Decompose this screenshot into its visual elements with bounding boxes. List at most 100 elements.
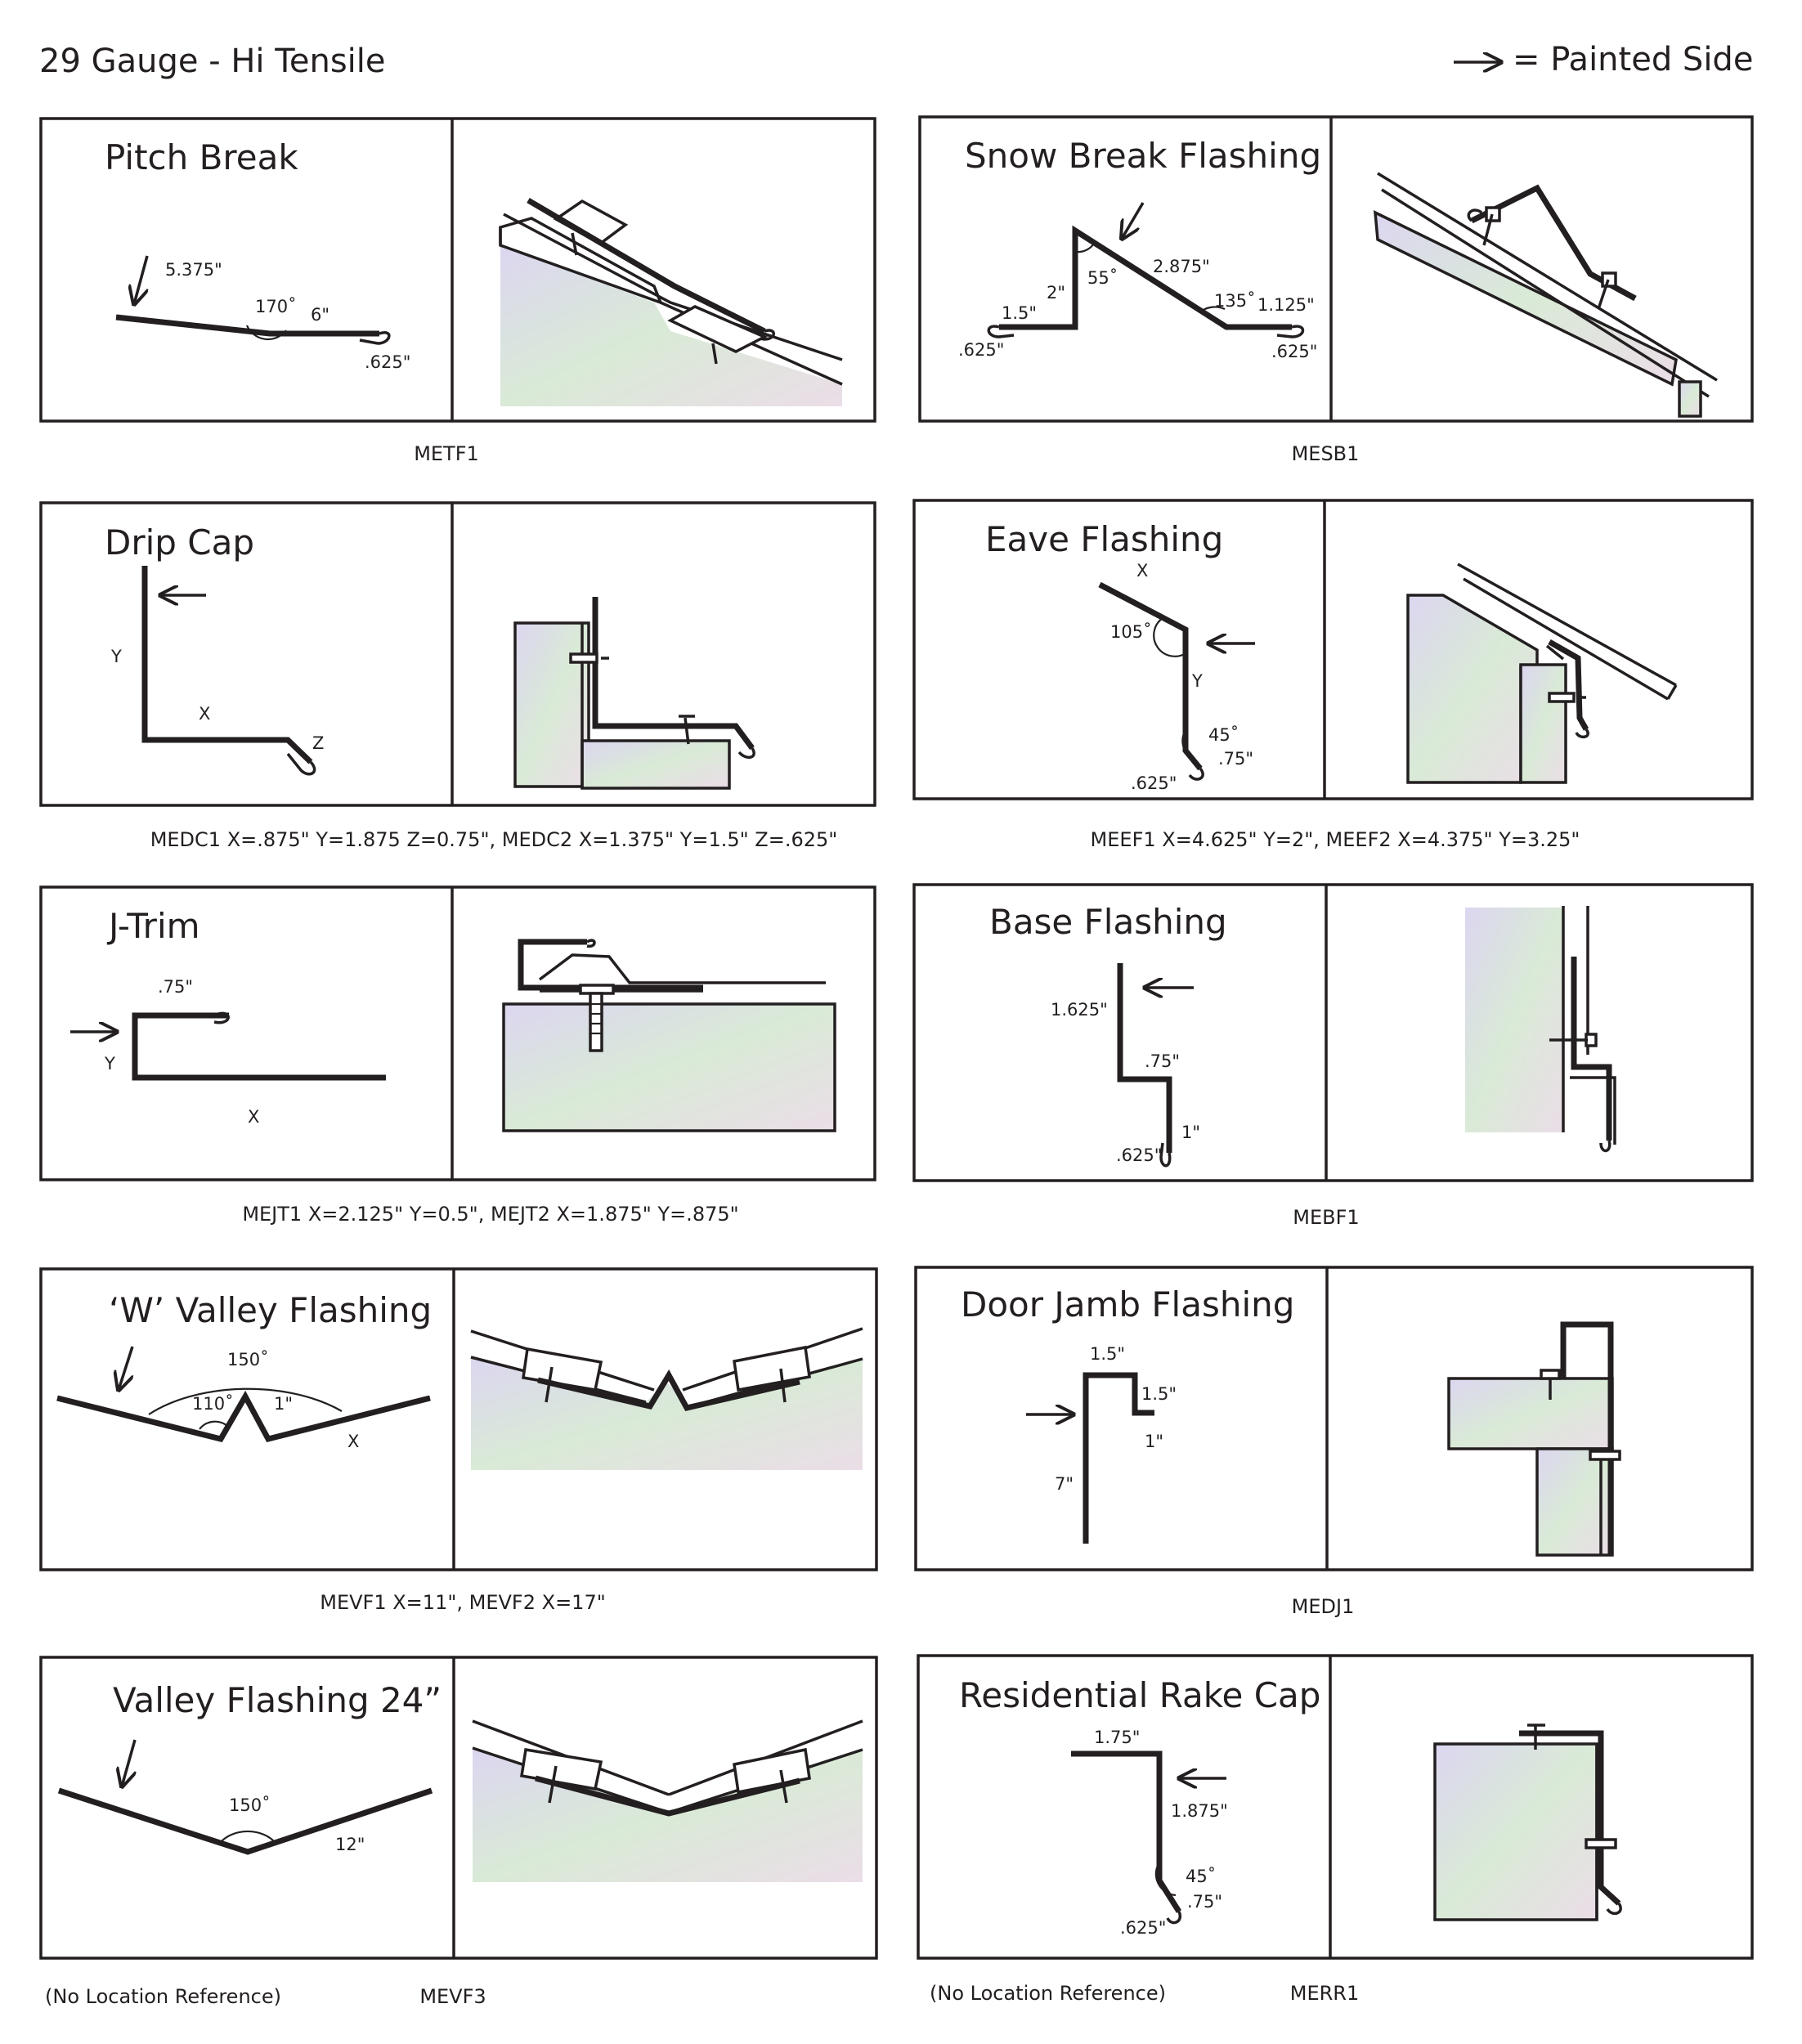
rake-cap-note: (No Location Reference) bbox=[930, 1982, 1166, 2005]
pitch-break-code: METF1 bbox=[414, 442, 479, 465]
svg-text:7": 7" bbox=[1055, 1474, 1074, 1494]
svg-text:1.5": 1.5" bbox=[1002, 303, 1037, 323]
svg-text:Y: Y bbox=[104, 1054, 115, 1074]
door-jamb-install-view bbox=[1447, 1321, 1621, 1557]
gauge-heading: 29 Gauge - Hi Tensile bbox=[39, 43, 386, 80]
eave-flashing-install-view bbox=[1406, 563, 1678, 784]
w-valley-install-view bbox=[470, 1327, 863, 1470]
valley-24-install-view bbox=[472, 1719, 863, 1882]
eave-flashing-title: Eave Flashing bbox=[985, 519, 1223, 559]
drip-cap-card: Drip Cap Y X Z MEDC1 X=.875" Y=1.875 Z=0… bbox=[39, 501, 876, 851]
painted-side-legend: = Painted Side bbox=[1454, 41, 1753, 78]
door-jamb-card: Door Jamb Flashing 1.5" 1.5" 1" 7" MEDJ1 bbox=[914, 1266, 1754, 1618]
svg-text:Z: Z bbox=[312, 733, 324, 753]
painted-side-arrow-icon bbox=[122, 1739, 135, 1786]
svg-text:.625": .625" bbox=[1131, 773, 1177, 793]
j-trim-profile: .75" Y X bbox=[70, 977, 386, 1127]
eave-flashing-code: MEEF1 X=4.625" Y=2", MEEF2 X=4.375" Y=3.… bbox=[1091, 828, 1580, 851]
svg-text:.75": .75" bbox=[1218, 749, 1253, 769]
w-valley-profile: 150˚ 110˚ 1" X bbox=[56, 1346, 431, 1451]
svg-text:.625": .625" bbox=[365, 352, 410, 372]
pitch-break-card: Pitch Break 5.375" 170˚ 6" .625" METF1 bbox=[39, 117, 876, 465]
svg-text:45˚: 45˚ bbox=[1186, 1867, 1216, 1886]
eave-flashing-card: Eave Flashing X 105˚ Y 45˚ .75" .625" bbox=[912, 499, 1754, 851]
svg-text:X: X bbox=[199, 704, 210, 724]
j-trim-title: J-Trim bbox=[106, 906, 200, 946]
snow-break-code: MESB1 bbox=[1292, 442, 1360, 465]
base-flashing-code: MEBF1 bbox=[1293, 1206, 1359, 1229]
drip-cap-install-view bbox=[513, 597, 755, 790]
painted-side-arrow-icon bbox=[134, 255, 149, 304]
svg-text:Y: Y bbox=[1191, 671, 1203, 691]
snow-break-install-view bbox=[1373, 172, 1718, 418]
svg-text:1": 1" bbox=[1145, 1432, 1163, 1451]
svg-text:2.875": 2.875" bbox=[1153, 257, 1210, 276]
svg-text:1": 1" bbox=[274, 1394, 293, 1414]
svg-text:135˚: 135˚ bbox=[1214, 291, 1256, 311]
drip-cap-code: MEDC1 X=.875" Y=1.875 Z=0.75", MEDC2 X=1… bbox=[150, 828, 838, 851]
drip-cap-profile: Y X Z bbox=[110, 566, 324, 776]
w-valley-card: ‘W’ Valley Flashing 150˚ 110˚ 1" X MEVF1… bbox=[39, 1267, 878, 1614]
rake-cap-code: MERR1 bbox=[1290, 1982, 1360, 2005]
svg-text:105˚: 105˚ bbox=[1110, 622, 1152, 642]
painted-side-arrow-icon bbox=[1122, 202, 1145, 239]
svg-text:1.125": 1.125" bbox=[1257, 295, 1315, 315]
drip-cap-title: Drip Cap bbox=[105, 522, 254, 563]
painted-side-arrow-icon bbox=[119, 1346, 134, 1390]
valley-24-code: MEVF3 bbox=[419, 1985, 486, 2008]
base-flashing-title: Base Flashing bbox=[989, 902, 1227, 942]
svg-text:1": 1" bbox=[1181, 1123, 1200, 1142]
svg-text:45˚: 45˚ bbox=[1208, 725, 1239, 745]
svg-text:Y: Y bbox=[110, 647, 122, 666]
w-valley-title: ‘W’ Valley Flashing bbox=[109, 1290, 432, 1330]
svg-text:170˚: 170˚ bbox=[255, 297, 297, 316]
svg-text:.75": .75" bbox=[158, 977, 193, 997]
rake-cap-title: Residential Rake Cap bbox=[959, 1675, 1320, 1715]
pitch-break-title: Pitch Break bbox=[105, 137, 298, 177]
valley-24-note: (No Location Reference) bbox=[45, 1985, 281, 2008]
svg-text:.625": .625" bbox=[1271, 342, 1317, 361]
svg-text:.75": .75" bbox=[1145, 1051, 1180, 1071]
svg-text:X: X bbox=[1136, 561, 1148, 580]
svg-text:12": 12" bbox=[335, 1835, 365, 1854]
pitch-break-profile: 5.375" 170˚ 6" .625" bbox=[115, 255, 410, 372]
pitch-break-install-view bbox=[499, 197, 843, 406]
svg-text:1.75": 1.75" bbox=[1094, 1728, 1140, 1747]
svg-text:X: X bbox=[347, 1432, 359, 1451]
door-jamb-title: Door Jamb Flashing bbox=[961, 1284, 1294, 1325]
svg-text:1.625": 1.625" bbox=[1051, 1000, 1108, 1020]
base-flashing-install-view bbox=[1465, 906, 1616, 1153]
j-trim-card: J-Trim .75" Y X MEJT1 X=2.125" Y=0.5", M… bbox=[39, 885, 876, 1226]
svg-text:150˚: 150˚ bbox=[229, 1795, 271, 1815]
svg-text:1.875": 1.875" bbox=[1171, 1801, 1228, 1821]
rake-cap-profile: 1.75" 1.875" 45˚ .75" .625" bbox=[1071, 1728, 1228, 1938]
rake-cap-install-view bbox=[1433, 1724, 1622, 1921]
svg-text:55˚: 55˚ bbox=[1087, 268, 1118, 288]
svg-text:.75": .75" bbox=[1187, 1892, 1222, 1912]
svg-text:6": 6" bbox=[311, 305, 329, 325]
base-flashing-profile: 1.625" .75" 1" .625" bbox=[1051, 963, 1200, 1168]
base-flashing-card: Base Flashing 1.625" .75" 1" .625" MEBF1 bbox=[912, 883, 1754, 1229]
svg-text:X: X bbox=[248, 1107, 259, 1127]
svg-text:5.375": 5.375" bbox=[165, 260, 222, 280]
svg-text:2": 2" bbox=[1047, 283, 1065, 303]
valley-24-title: Valley Flashing 24” bbox=[113, 1680, 442, 1720]
door-jamb-code: MEDJ1 bbox=[1292, 1595, 1355, 1618]
svg-text:1.5": 1.5" bbox=[1141, 1384, 1177, 1404]
eave-flashing-profile: X 105˚ Y 45˚ .75" .625" bbox=[1098, 561, 1255, 793]
snow-break-title: Snow Break Flashing bbox=[965, 136, 1321, 176]
svg-text:1.5": 1.5" bbox=[1090, 1344, 1125, 1364]
svg-text:150˚: 150˚ bbox=[227, 1350, 269, 1369]
svg-text:.625": .625" bbox=[1120, 1918, 1166, 1938]
valley-24-profile: 150˚ 12" bbox=[57, 1739, 433, 1855]
j-trim-code: MEJT1 X=2.125" Y=0.5", MEJT2 X=1.875" Y=… bbox=[242, 1203, 738, 1226]
svg-text:.625": .625" bbox=[958, 340, 1004, 360]
door-jamb-profile: 1.5" 1.5" 1" 7" bbox=[1026, 1344, 1177, 1544]
snow-break-card: Snow Break Flashing 1.5" .625" 2" 55˚ 2.… bbox=[918, 115, 1754, 465]
valley-24-card: Valley Flashing 24” 150˚ 12" (No Locatio… bbox=[39, 1656, 878, 2008]
svg-text:.625": .625" bbox=[1116, 1145, 1162, 1165]
w-valley-code: MEVF1 X=11", MEVF2 X=17" bbox=[320, 1591, 606, 1614]
snow-break-profile: 1.5" .625" 2" 55˚ 2.875" 135˚ 1.125" .62… bbox=[958, 202, 1317, 361]
rake-cap-card: Residential Rake Cap 1.75" 1.875" 45˚ .7… bbox=[917, 1654, 1754, 2005]
